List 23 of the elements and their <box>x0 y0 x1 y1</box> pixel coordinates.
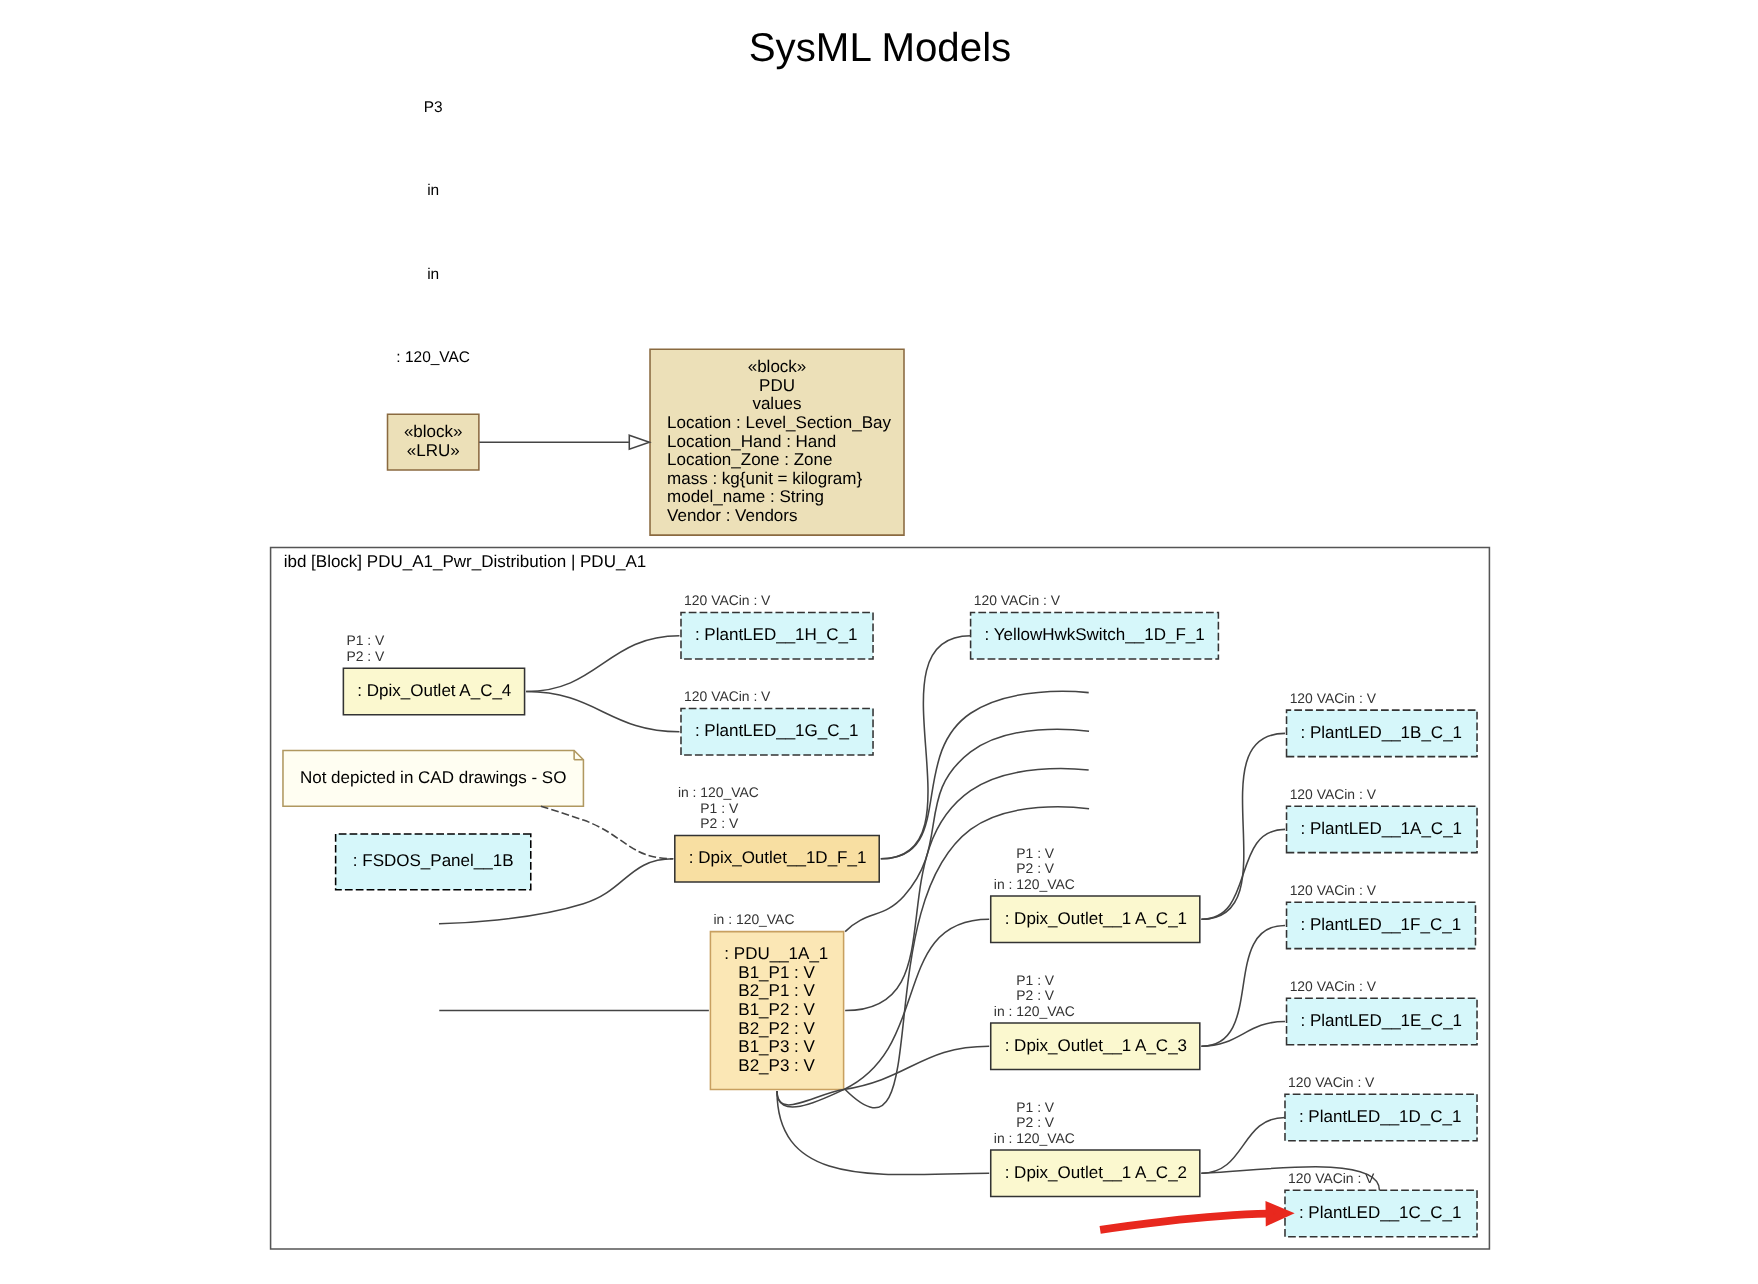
connector <box>775 918 989 1108</box>
connector <box>1199 732 1285 920</box>
arrow <box>1098 1201 1294 1234</box>
label: in <box>426 264 439 283</box>
connector <box>775 1045 989 1106</box>
node-box: «block» PDU values Location : Level_Section_Bay Location_Hand : Hand Location_Zone : Zone mass : kg{unit = kilogram} model_name : String Vendor : Vendors <box>648 348 904 536</box>
connector <box>524 635 680 693</box>
label: P3 <box>422 97 442 116</box>
arrow <box>477 434 651 451</box>
connector <box>843 806 1089 1108</box>
node-box: «block» «LRU» <box>385 413 479 471</box>
connector <box>843 728 1089 933</box>
node-box: : FSDOS_Panel__1B <box>333 833 531 891</box>
connector <box>879 690 1089 860</box>
label: : 120_VAC <box>395 348 470 367</box>
connector <box>775 1090 989 1176</box>
connector <box>843 767 1089 1012</box>
diagram-title: SysML Models <box>747 26 1011 71</box>
connector <box>437 1009 709 1012</box>
label: in <box>426 181 439 200</box>
connector <box>1199 1116 1285 1174</box>
connector <box>1199 924 1285 1047</box>
connector <box>437 858 674 925</box>
